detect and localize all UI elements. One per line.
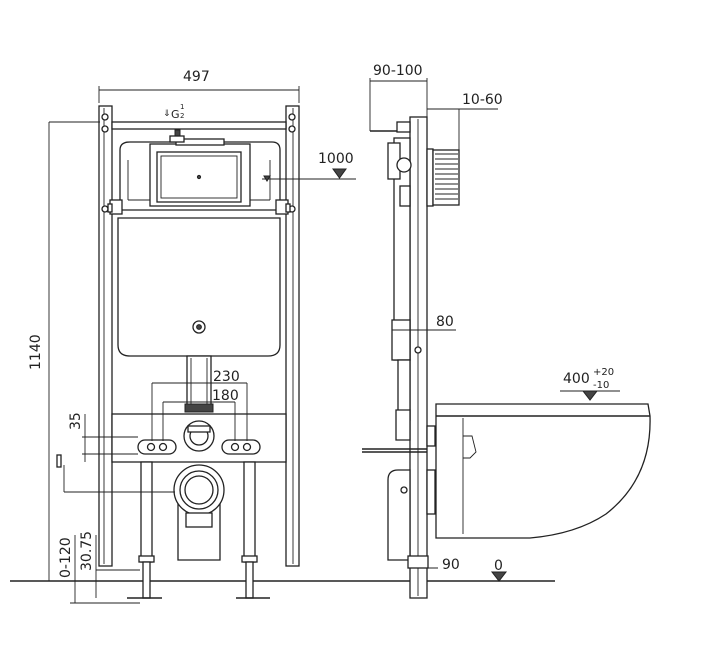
side-frame-post <box>409 116 428 599</box>
marker-button-offset <box>332 168 347 179</box>
leg-right <box>243 461 256 563</box>
front-view: ⇓ G 1 2 <box>28 69 356 604</box>
side-flush-panel <box>426 148 434 207</box>
dim-floor-level: 0 <box>494 558 503 574</box>
frame-right-post <box>285 105 300 567</box>
side-view: 90-100 10-60 80 90 0 400 +20 -10 <box>362 63 651 599</box>
dim-bolt-height: 35 <box>68 412 84 430</box>
frame-left-post <box>98 105 113 567</box>
dim-bowl-height: 400 <box>563 371 590 387</box>
marker-floor-level <box>490 571 508 582</box>
dim-bolt-outer: 230 <box>213 369 240 385</box>
dim-floor-depth: 90 <box>442 557 460 573</box>
dim-panel-range: 10-60 <box>462 92 503 108</box>
cistern-tank <box>117 217 281 357</box>
frame-top-bar <box>111 121 287 130</box>
inlet-label: G <box>171 108 180 121</box>
wall-hung-bowl <box>435 403 651 539</box>
dim-total-height: 1140 <box>28 334 44 370</box>
side-waste-elbow <box>387 469 411 561</box>
bolt-slot-right <box>221 439 261 455</box>
inlet-denominator: 2 <box>180 112 184 120</box>
dim-button-offset: 1000 <box>318 151 354 167</box>
marker-bowl-height <box>581 390 599 401</box>
inlet-numerator: 1 <box>180 103 184 111</box>
leg-left <box>140 461 153 563</box>
dim-pipe-depth: 80 <box>436 314 454 330</box>
dim-bolt-inner: 180 <box>212 388 239 404</box>
bolt-slot-left <box>137 439 177 455</box>
dim-foot-offset: 30.75 <box>79 531 95 571</box>
side-flush-plate <box>432 149 460 206</box>
dim-bowl-tol-minus: -10 <box>593 380 609 391</box>
inlet-symbol: ⇓ <box>163 109 171 119</box>
dim-foot-range: 0-120 <box>58 537 74 578</box>
dim-depth-range: 90-100 <box>373 63 423 79</box>
dim-frame-width: 497 <box>183 69 210 85</box>
dim-bowl-tol-plus: +20 <box>593 367 614 378</box>
